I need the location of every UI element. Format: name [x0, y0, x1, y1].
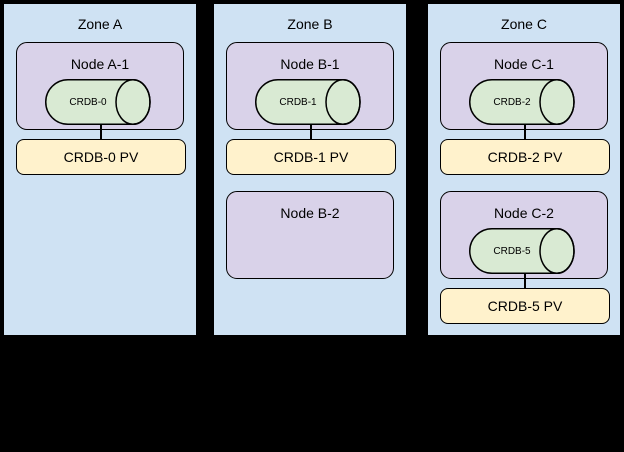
crdb-2-pv-box: CRDB-2 PV — [440, 139, 610, 175]
node-b-2-label: Node B-2 — [280, 205, 340, 221]
zone-a-label: Zone A — [77, 16, 123, 32]
node-b-2: Node B-2 — [226, 191, 394, 279]
crdb-5-pv-box: CRDB-5 PV — [440, 288, 610, 324]
crdb-0-cylinder-icon: CRDB-0 — [45, 79, 151, 125]
node-c-1: Node C-1 CRDB-2 — [440, 42, 608, 130]
cylinder-shape — [45, 79, 151, 125]
crdb-5-label: CRDB-5 — [493, 245, 531, 257]
crdb-0-label: CRDB-0 — [69, 96, 107, 108]
crdb-2-pv-connector — [524, 125, 526, 140]
zone-b-label: Zone B — [287, 16, 333, 32]
zone-a: Zone A Node A-1 CRDB-0 CRDB-0 PV — [2, 2, 198, 337]
crdb-0-pv-connector — [100, 125, 102, 140]
crdb-0-pv-box: CRDB-0 PV — [16, 139, 186, 175]
zone-c-label: Zone C — [501, 16, 547, 32]
crdb-1-pv-connector — [310, 125, 312, 140]
node-a-1: Node A-1 CRDB-0 — [16, 42, 184, 130]
cylinder-shape — [469, 228, 575, 274]
node-c-1-label: Node C-1 — [494, 56, 554, 72]
node-c-2: Node C-2 CRDB-5 — [440, 191, 608, 279]
node-a-1-label: Node A-1 — [70, 56, 130, 72]
crdb-5-cylinder-icon: CRDB-5 — [469, 228, 575, 274]
crdb-5-pv-connector — [524, 274, 526, 289]
cylinder-shape — [255, 79, 361, 125]
zone-c: Zone C Node C-1 CRDB-2 CRDB-2 PV Node C-… — [426, 2, 622, 337]
crdb-1-cylinder-icon: CRDB-1 — [255, 79, 361, 125]
node-b-1-label: Node B-1 — [280, 56, 340, 72]
crdb-2-cylinder-icon: CRDB-2 — [469, 79, 575, 125]
node-c-2-label: Node C-2 — [494, 205, 554, 221]
crdb-1-pv-box: CRDB-1 PV — [226, 139, 396, 175]
crdb-2-label: CRDB-2 — [493, 96, 531, 108]
crdb-1-label: CRDB-1 — [279, 96, 317, 108]
node-b-1: Node B-1 CRDB-1 — [226, 42, 394, 130]
zone-b: Zone B Node B-1 CRDB-1 CRDB-1 PV Node B-… — [212, 2, 408, 337]
cylinder-shape — [469, 79, 575, 125]
